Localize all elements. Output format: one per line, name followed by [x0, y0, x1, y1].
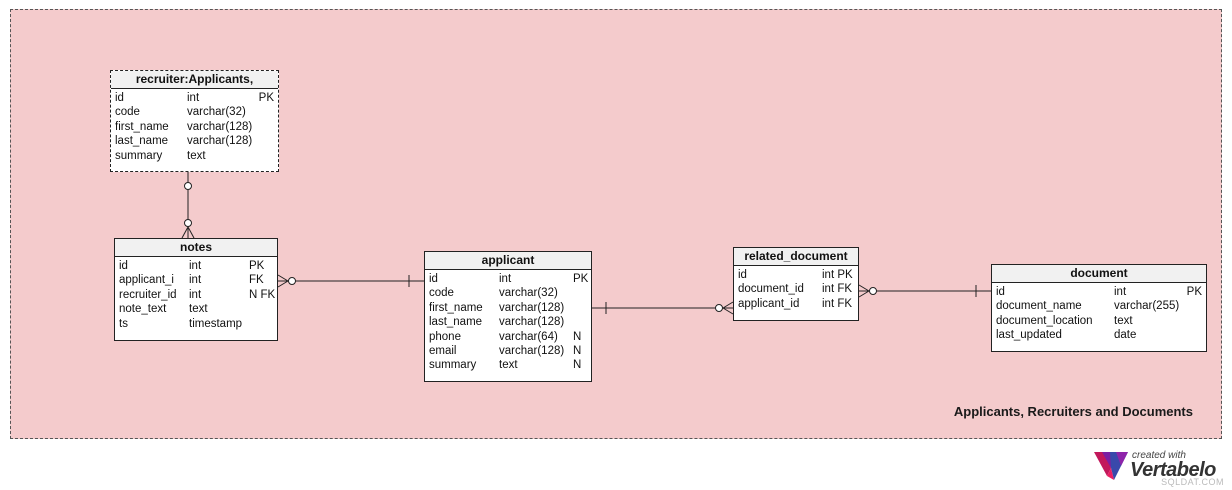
subject-area-title: Applicants, Recruiters and Documents	[953, 404, 1193, 419]
relationship-applicant-notes[interactable]	[277, 274, 424, 288]
table-title: applicant	[425, 252, 591, 270]
relationship-applicant-related-document[interactable]	[592, 301, 734, 315]
relationship-recruiter-notes[interactable]	[181, 172, 195, 239]
vertabelo-logo: created with Vertabelo	[1094, 448, 1220, 482]
table-title: notes	[115, 239, 277, 257]
logo-brand: Vertabelo	[1130, 459, 1216, 481]
logo-created-with: created with	[1132, 450, 1186, 461]
table-title: document	[992, 265, 1206, 283]
relationship-document-related-document[interactable]	[858, 284, 991, 298]
vertabelo-logo-icon	[1094, 452, 1128, 480]
table-title: related_document	[734, 248, 858, 266]
watermark: SQLDAT.COM	[1161, 477, 1224, 487]
table-title: recruiter:Applicants,	[111, 71, 278, 89]
